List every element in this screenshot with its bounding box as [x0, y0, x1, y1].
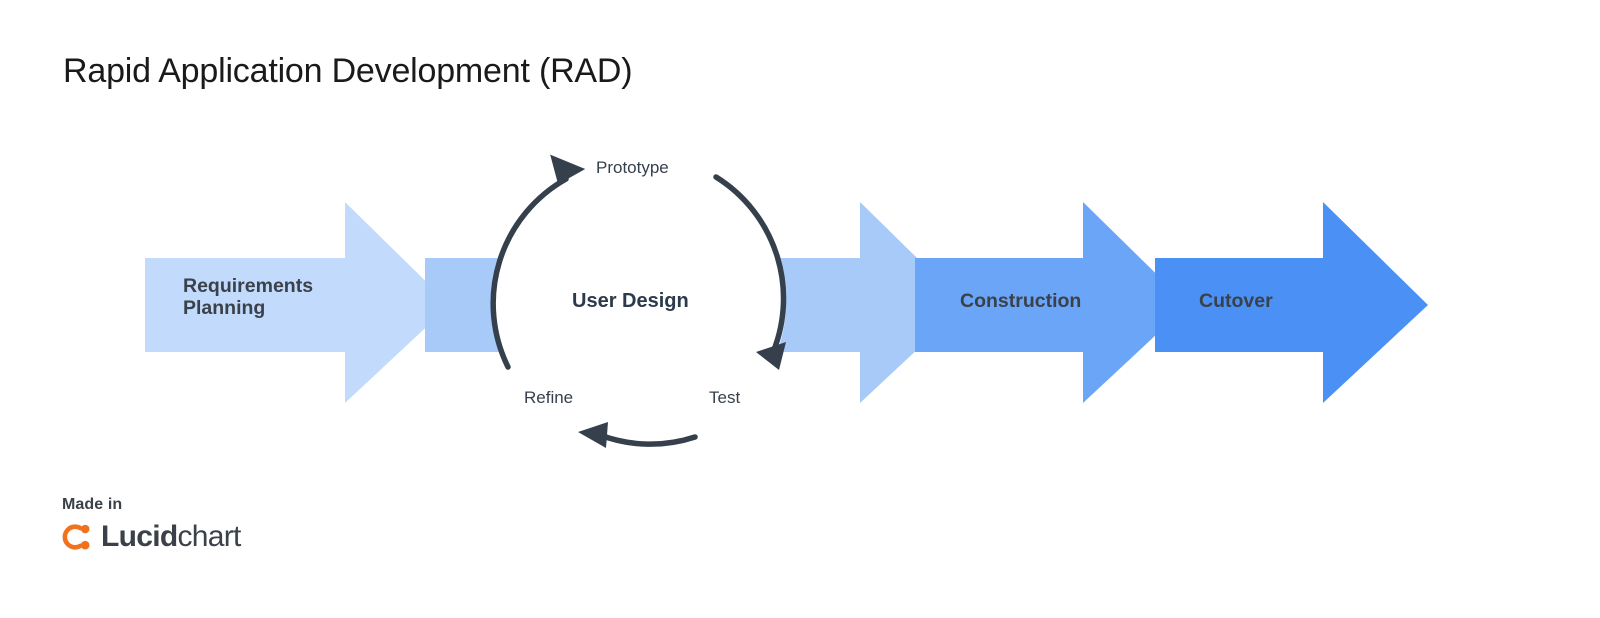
arrowhead-refine — [578, 422, 608, 448]
arrowhead-prototype — [550, 154, 586, 185]
arrowhead-test — [756, 342, 786, 370]
page-title: Rapid Application Development (RAD) — [63, 52, 633, 90]
lucidchart-logo-lockup: Lucidchart — [62, 520, 322, 554]
cycle-mask-disc — [494, 156, 786, 448]
wordmark-chart: chart — [177, 520, 242, 553]
wordmark-lucid: Lucid — [101, 520, 178, 553]
cycle-arrowheads — [550, 154, 786, 448]
made-in-label: Made in — [62, 496, 123, 513]
cycle-arrows — [490, 174, 787, 447]
arrow-cutover — [1155, 202, 1428, 403]
lucidchart-wordmark: Lucidchart — [101, 522, 241, 552]
arrow-construction — [915, 202, 1188, 403]
cycle-arc-test-to-refine — [597, 432, 698, 447]
attribution-block: Made in Lucidchart — [62, 496, 322, 554]
cycle-arc-prototype-to-test — [713, 174, 787, 360]
arrow-requirements-planning — [145, 202, 450, 403]
cycle-arc-refine-to-prototype — [490, 176, 569, 370]
lucid-mark-icon — [62, 524, 90, 550]
